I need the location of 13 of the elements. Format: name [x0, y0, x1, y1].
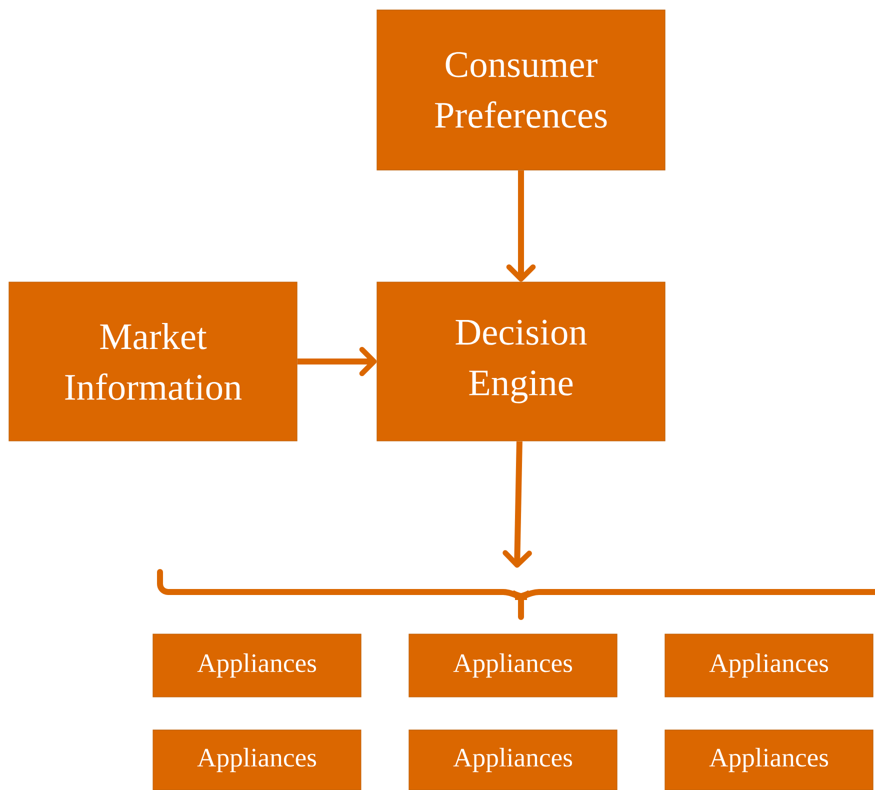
arrow — [297, 346, 377, 376]
process-box: Appliances — [152, 634, 362, 698]
process-box: Appliances — [664, 634, 874, 698]
arrow — [506, 170, 536, 282]
process-box: Appliances — [664, 730, 874, 790]
process-box: Market Information — [8, 282, 298, 442]
bracket — [157, 569, 875, 620]
process-box: Decision Engine — [376, 282, 666, 442]
process-box: Appliances — [408, 730, 618, 790]
process-box: Appliances — [408, 634, 618, 698]
process-box: Consumer Preferences — [376, 10, 666, 170]
arrow — [502, 441, 532, 568]
process-box: Appliances — [152, 730, 362, 790]
